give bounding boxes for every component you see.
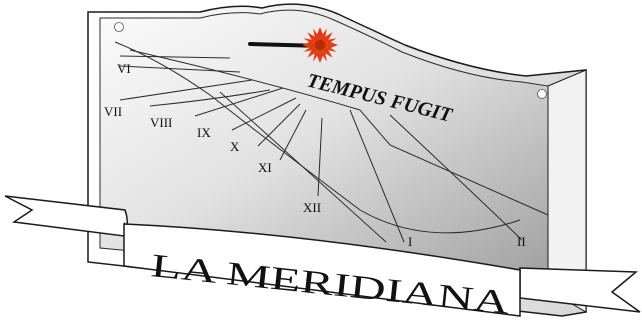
hour-label-vii: VII	[104, 104, 122, 119]
ribbon-main	[123, 223, 521, 317]
hour-label-ix: IX	[197, 125, 211, 140]
hour-label-i: I	[408, 234, 412, 249]
hour-numerals: VI VII VIII IX X XI XII I II	[104, 61, 526, 249]
hour-label-xii: XII	[303, 200, 321, 215]
hour-label-vi: VI	[117, 61, 131, 76]
hour-label-x: X	[230, 139, 240, 154]
mount-hole-right	[537, 89, 547, 99]
hour-label-ii: II	[517, 234, 526, 249]
frame-side	[547, 69, 587, 313]
hour-lines	[114, 41, 549, 243]
hour-label-xi: XI	[258, 160, 272, 175]
mount-hole-left	[114, 22, 124, 32]
sun-emblem	[302, 27, 338, 63]
hour-label-viii: VIII	[150, 115, 172, 130]
dial-face	[99, 9, 549, 291]
